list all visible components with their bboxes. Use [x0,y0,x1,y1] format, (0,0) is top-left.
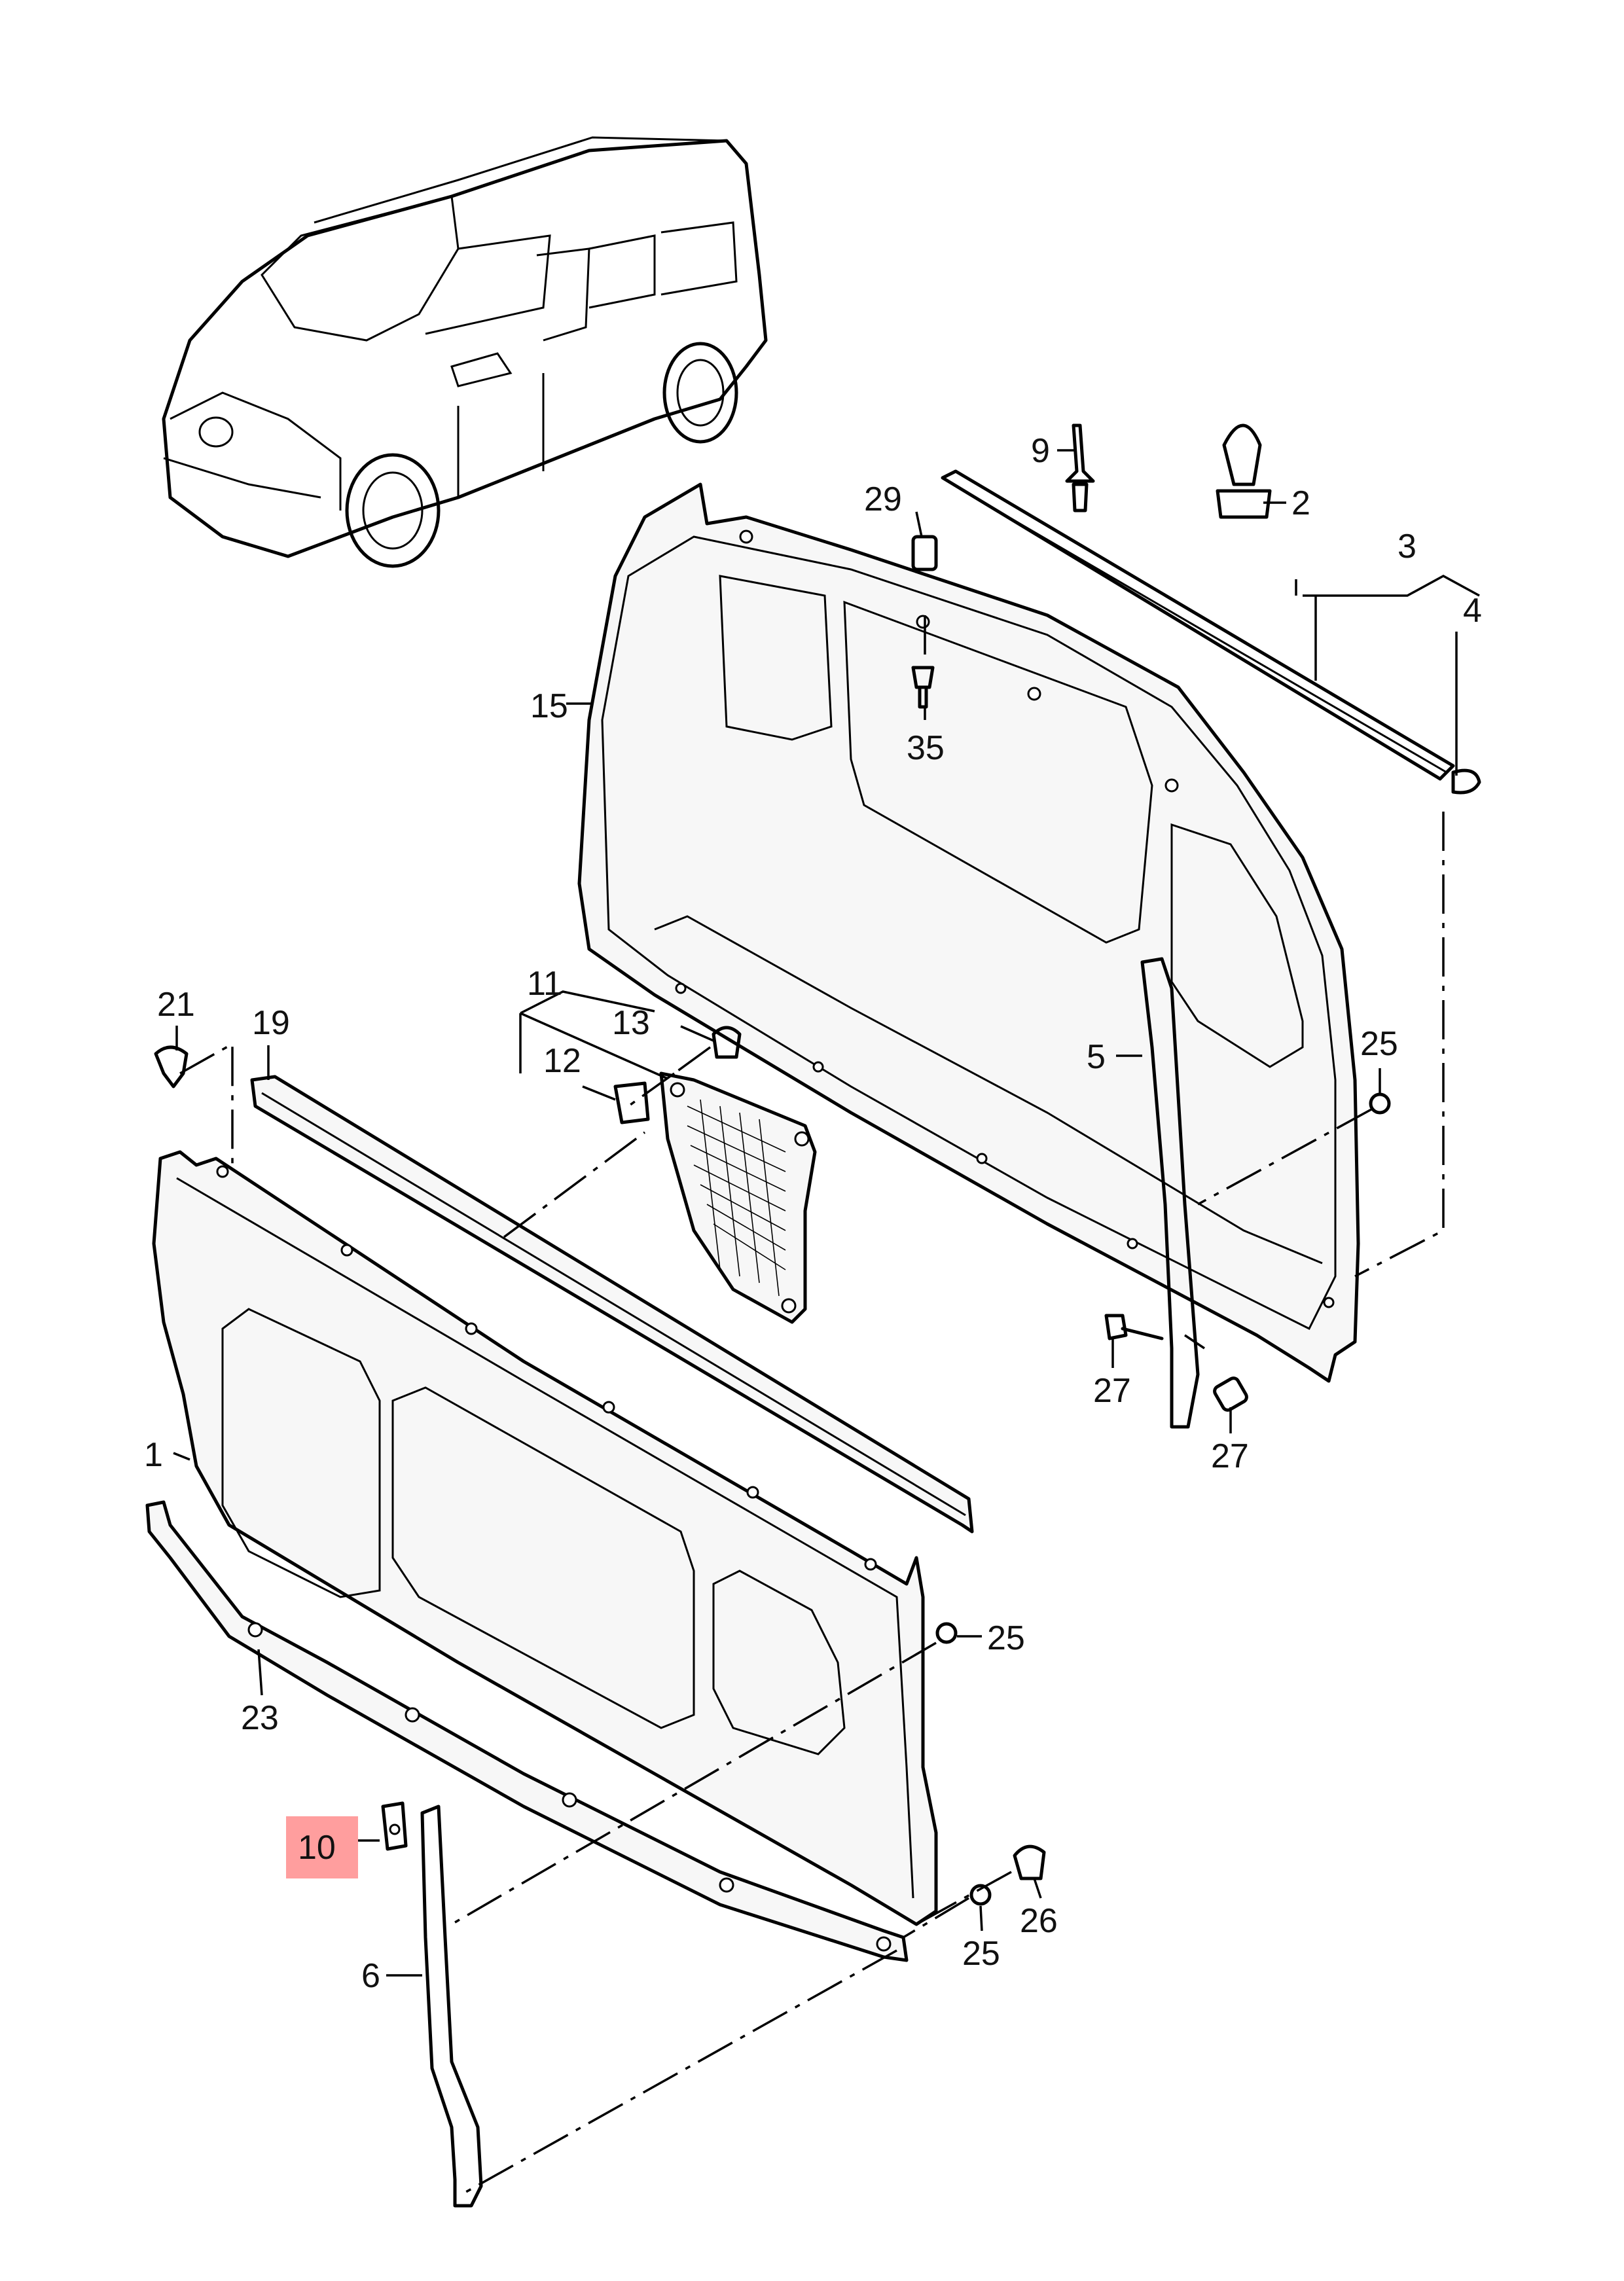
callout-21: 21 [157,986,195,1024]
callout-27a: 29 [864,480,902,518]
leader-lines [173,449,1480,1977]
highlight-10 [286,1816,358,1878]
callout-2: 2 [1291,484,1310,522]
callout-25b: 25 [987,1619,1025,1657]
callout-6: 9 [1031,432,1050,470]
trim-strip-19 [250,1075,974,1534]
bottom-strip-23 [145,1500,909,1962]
callout-27b: 27 [1211,1437,1249,1475]
callout-26: 26 [1020,1902,1058,1940]
bracket-5 [1140,957,1200,1429]
callout-labels: 9 2 29 3 4 15 35 21 19 11 13 12 5 25 1 2… [144,432,1482,1995]
lower-partition-panel [152,1150,938,1926]
callout-19: 19 [252,1004,290,1042]
callout-13: 13 [612,1004,650,1042]
callout-9: 6 [361,1957,380,1995]
callout-25a: 25 [1360,1025,1398,1063]
bracket-9 [420,1805,483,2208]
van-illustration [162,136,768,568]
hardware-parts [154,423,1391,1906]
callout-10: 10 [298,1829,336,1867]
lashing-rail [941,469,1481,795]
callout-15: 15 [530,687,568,725]
callout-23: 23 [241,1699,279,1737]
upper-partition-panel [577,482,1360,1383]
callout-25c: 25 [962,1935,1000,1973]
callout-4: 4 [1463,592,1482,630]
callout-3: 3 [1398,528,1416,566]
callout-12: 12 [543,1042,581,1080]
vent-grille [659,1071,817,1324]
callout-5: 5 [1087,1038,1106,1076]
callout-35: 35 [907,729,945,767]
callout-11: 11 [527,965,562,1003]
callout-1: 1 [144,1436,163,1474]
assembly-lines [179,615,1445,2194]
callout-29: 27 [1093,1372,1131,1410]
